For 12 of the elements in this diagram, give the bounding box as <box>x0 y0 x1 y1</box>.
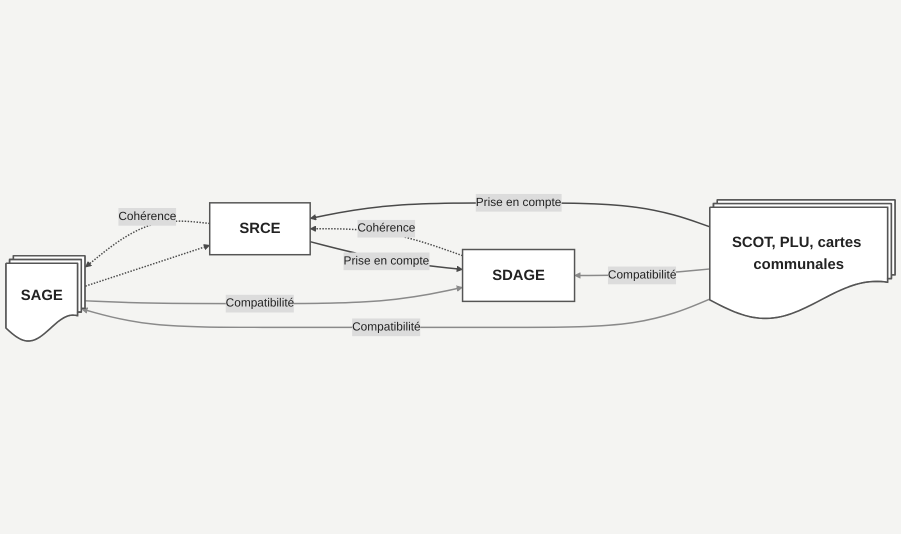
edge-label: Compatibilité <box>352 320 421 333</box>
arrow <box>85 244 210 286</box>
edge-label: Compatibilité <box>608 268 676 281</box>
arrow <box>310 240 463 272</box>
node-box: SDAGE <box>462 248 576 302</box>
edge-label: Cohérence <box>118 210 176 222</box>
arrow <box>81 298 710 328</box>
node-box: SRCE <box>208 202 311 255</box>
edge-label: Prise en compte <box>476 196 562 208</box>
edge-label: Prise en compte <box>344 254 430 267</box>
edge-label: Compatibilité <box>226 296 294 310</box>
edge-label: Cohérence <box>357 222 416 234</box>
